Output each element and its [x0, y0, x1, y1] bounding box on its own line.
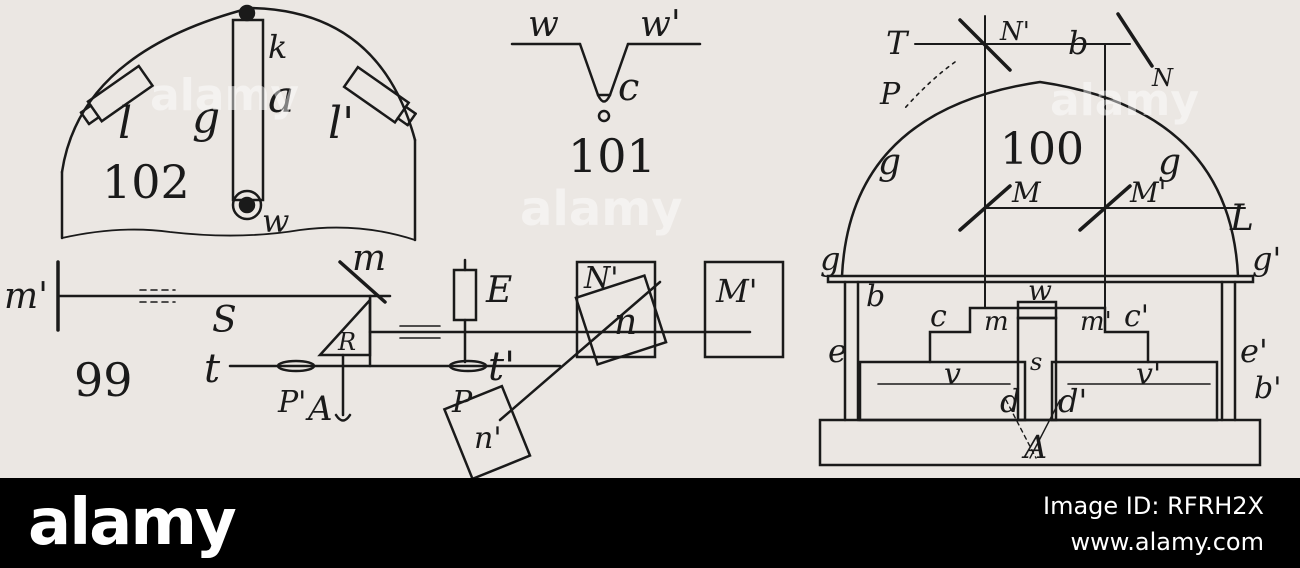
footer-bar: alamy Image ID: RFRH2X www.alamy.com [0, 478, 1300, 568]
label-99-E: E [485, 270, 512, 311]
label-100-gl: g [820, 240, 840, 278]
label-100-m: m [984, 307, 1009, 337]
label-100-b1: b [866, 279, 885, 314]
label-100-v: v [944, 357, 961, 392]
label-100-P: P [879, 77, 901, 112]
fig-number-102: 102 [102, 155, 190, 209]
watermark: alamy [1050, 75, 1199, 126]
figure-99 [56, 258, 785, 481]
diagram-plate: k a g l l' w 102 w w' c 101 m' S m R t t… [4, 4, 1282, 481]
label-102-l2: l' [328, 98, 354, 149]
label-100-T: T [886, 24, 910, 62]
watermark: alamy [520, 181, 683, 237]
label-100-v2: v' [1136, 357, 1161, 392]
label-102-g: g [192, 92, 220, 143]
label-99-A: A [305, 389, 333, 429]
label-99-R: R [337, 328, 356, 356]
label-99-M: M' [715, 272, 758, 310]
label-99-m: m [352, 238, 386, 279]
label-101-w2: w' [640, 4, 681, 45]
label-100-c1: c [930, 299, 947, 334]
label-100-e2: e' [1240, 332, 1268, 370]
label-100-L: L [1229, 198, 1254, 239]
watermark: alamy [150, 70, 299, 121]
label-100-w: w [1028, 274, 1052, 307]
label-102-k: k [268, 28, 287, 66]
image-id: Image ID: RFRH2X [1043, 492, 1264, 520]
label-100-g2: g [1158, 142, 1181, 183]
label-101-w: w [528, 4, 559, 45]
label-99-N: N' [583, 261, 619, 296]
label-100-c2: c' [1124, 299, 1149, 334]
label-100-d2: d' [1058, 382, 1087, 420]
label-100-gr: g' [1252, 240, 1281, 278]
label-99-t2: t' [488, 344, 515, 390]
label-100-N: N [1151, 64, 1174, 92]
label-100-N2: N' [999, 17, 1030, 47]
label-99-n2: n' [474, 421, 502, 456]
label-99-n: n [614, 302, 637, 343]
label-100-e1: e [828, 332, 847, 370]
figure-101 [510, 42, 702, 123]
label-99-P: P [451, 385, 473, 420]
fig-number-101: 101 [568, 129, 656, 183]
label-99-t: t [204, 346, 221, 392]
label-102-a: a [268, 72, 294, 123]
site-url: www.alamy.com [1070, 528, 1264, 556]
label-99-m2: m' [4, 276, 48, 317]
label-99-P2: P' [277, 385, 306, 420]
label-100-b: b [1068, 24, 1088, 62]
label-100-A: A [1021, 428, 1047, 466]
label-99-S: S [212, 300, 237, 341]
label-100-s: s [1030, 348, 1042, 376]
label-100-g1: g [878, 142, 901, 183]
fig-number-99: 99 [74, 353, 133, 407]
diagram-svg: k a g l l' w 102 w w' c 101 m' S m R t t… [4, 4, 1281, 481]
figure-100 [818, 12, 1262, 467]
brand-logo: alamy [28, 486, 237, 560]
figure-102 [60, 4, 417, 242]
label-102-w: w [262, 202, 289, 240]
label-100-b2: b' [1254, 371, 1281, 406]
label-102-l1: l [118, 98, 132, 149]
label-100-M2: M' [1129, 176, 1166, 209]
label-101-c: c [618, 65, 639, 109]
fig-number-100: 100 [1000, 124, 1084, 175]
label-100-d: d [1000, 382, 1020, 420]
label-100-m2: m' [1080, 307, 1112, 337]
label-100-M: M [1011, 176, 1042, 209]
